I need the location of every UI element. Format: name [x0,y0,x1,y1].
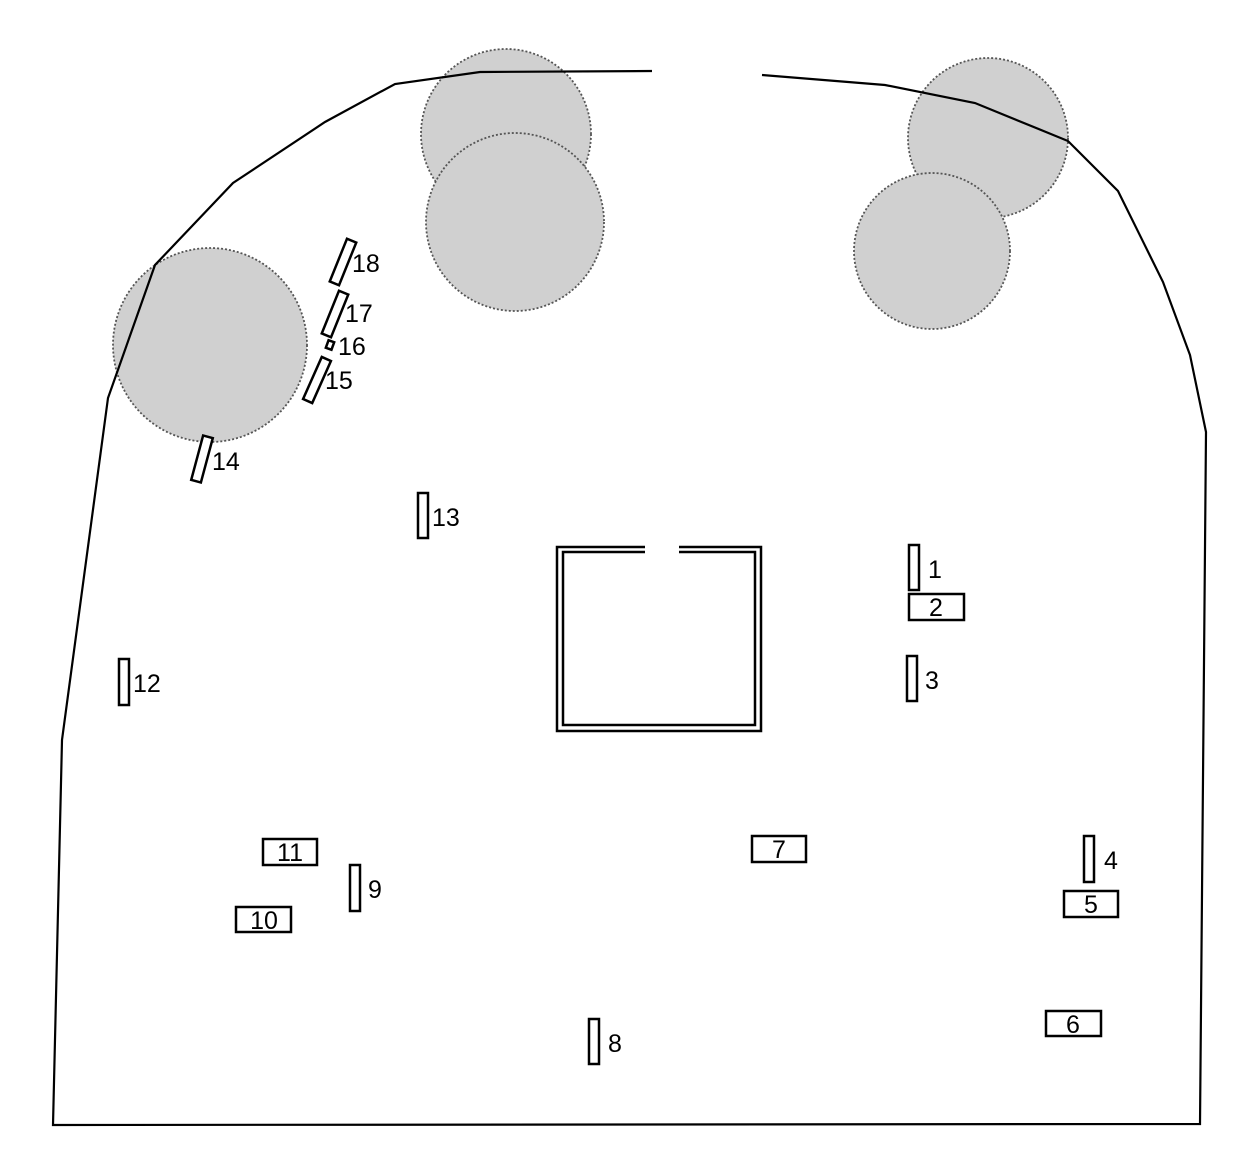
marker-10-box [234,905,293,934]
marker-14-label: 14 [212,448,240,476]
marker-9-label: 9 [368,876,382,904]
marker-3-label: 3 [925,667,939,695]
marker-8-box [587,1017,601,1066]
marker-6-label: 6 [1066,1011,1080,1039]
marker-12-label: 12 [133,670,161,698]
canopy-circle [853,172,1011,330]
canopy-circle [425,132,605,312]
marker-2-box [907,592,966,622]
marker-4-box [1082,834,1096,884]
marker-16-label: 16 [338,333,366,361]
marker-6-box [1044,1009,1103,1038]
marker-14-box [189,433,215,485]
marker-12-box [117,657,131,707]
marker-9-box [348,863,362,913]
marker-13-label: 13 [432,504,460,532]
marker-18-label: 18 [352,250,380,278]
marker-2-label: 2 [929,594,943,622]
site-boundary [51,69,1208,1127]
marker-17-box [320,289,350,339]
marker-7-label: 7 [772,836,786,864]
marker-1-label: 1 [928,556,942,584]
marker-18-box [328,237,358,287]
canopy-circle [112,247,308,443]
central-enclosure [555,545,763,733]
marker-4-label: 4 [1104,847,1118,875]
marker-5-label: 5 [1084,891,1098,919]
marker-15-label: 15 [325,367,353,395]
marker-3-box [905,654,919,703]
marker-5-box [1062,889,1120,919]
marker-17-label: 17 [345,300,373,328]
marker-11-label: 11 [277,839,303,867]
marker-11-box [261,837,319,867]
marker-15-box [301,355,333,405]
marker-7-box [750,834,808,864]
marker-8-label: 8 [608,1030,622,1058]
marker-1-box [907,543,921,592]
marker-10-label: 10 [250,907,278,935]
marker-13-box [416,491,430,540]
marker-16-box [324,338,336,352]
